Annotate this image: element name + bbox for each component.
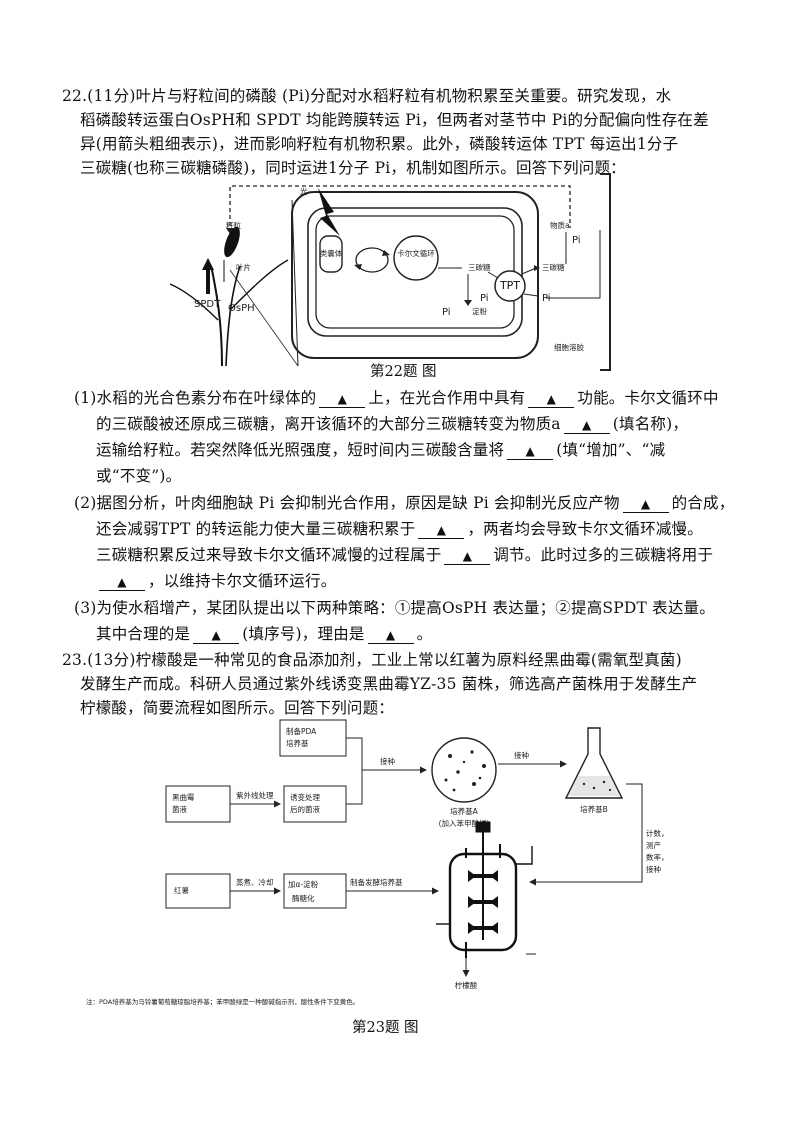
q22-stem-line-1: 22.(11分)叶片与籽粒间的磷酸 (Pi)分配对水稻籽粒有机物积累至关重要。研… [62, 87, 672, 105]
petri-dish-a [431, 737, 497, 803]
label-calvin: 卡尔文循环 [397, 248, 435, 258]
answer-blank-10[interactable]: ▲ [367, 626, 414, 644]
calvin-cycle [393, 235, 439, 281]
cytosol-bracket [600, 173, 611, 371]
label-prep-pda-1: 制备PDA [286, 726, 317, 736]
fermenter [436, 821, 533, 958]
label-mold-2: 菌液 [172, 804, 187, 814]
label-count-1: 计数， [646, 828, 669, 838]
label-light: 光 [300, 186, 308, 196]
box-prep-pda [279, 719, 347, 757]
box-sweet-potato [165, 873, 231, 909]
mesophyll-cell [291, 191, 539, 359]
colony-dots [444, 750, 486, 792]
q22-part2-line3: 三碳糖积累反过来导致卡尔文循环减慢的过程属于▲调节。此时过多的三碳糖将用于 [96, 546, 714, 565]
q22-part1-line4: 或“不变”)。 [96, 467, 182, 485]
label-osph: OsPH [228, 303, 255, 314]
rice-stem [211, 269, 223, 367]
q22-part2-line4: ▲，以维持卡尔文循环运行。 [96, 571, 336, 591]
label-medium-a-note: (加入苯甲酸绿) [439, 818, 490, 828]
q22-part2-line1: (2)据图分析，叶肉细胞缺 Pi 会抑制光合作用，原因是缺 Pi 会抑制光反应产… [74, 494, 735, 513]
label-crush: 蒸煮、冷却 [236, 877, 274, 887]
label-prep-pda-2: 培养基 [286, 738, 309, 748]
answer-blank-8[interactable]: ▲ [99, 573, 145, 591]
label-induced-2: 后的菌液 [290, 804, 320, 814]
label-pi-starch: Pi [442, 307, 451, 318]
box-amylase [283, 873, 347, 909]
answer-blank-1[interactable]: ▲ [319, 390, 366, 408]
q22-part1-line3: 运输给籽粒。若突然降低光照强度，短时间内三碳酸含量将▲(填“增加”、“减 [96, 441, 666, 460]
label-cytosol: 细胞溶胶 [554, 342, 584, 352]
answer-blank-7[interactable]: ▲ [444, 547, 491, 565]
label-leaf: 叶片 [236, 262, 251, 272]
answer-blank-9[interactable]: ▲ [193, 626, 240, 644]
label-amylase-2: 酶糖化 [292, 893, 315, 903]
pi-return-loop [546, 230, 601, 299]
label-count-2: 测产 [646, 840, 661, 850]
answer-blank-4[interactable]: ▲ [507, 442, 554, 460]
label-count-4: 接种 [646, 864, 661, 874]
q22-stem-line-3: 异(用箭头粗细表示)，进而影响籽粒有机物积累。此外，磷酸转运体 TPT 每运出1… [80, 135, 679, 153]
q22-stem-line-2: 稻磷酸转运蛋白OsPH和 SPDT 均能跨膜转运 Pi，但两者对茎节中 Pi的分… [80, 111, 709, 129]
grain-dashed-link [229, 185, 571, 228]
light-bolt-icon [318, 188, 340, 236]
label-count-3: 数率， [646, 852, 669, 862]
q23-stem-line-1: 23.(13分)柠檬酸是一种常见的食品添加剂，工业上常以红薯为原料经黑曲霉(需氧… [62, 651, 682, 669]
label-uv: 紫外线处理 [236, 790, 274, 800]
label-prep-ferment: 制备发酵培养基 [350, 877, 403, 887]
label-grain: 籽粒 [226, 220, 241, 230]
label-starch: 淀粉 [472, 306, 487, 316]
spdt-arrow [202, 258, 214, 294]
label-citric: 柠檬酸 [455, 980, 478, 990]
impellers [468, 870, 498, 934]
label-tpt: TPT [499, 279, 520, 292]
label-pi-inside: Pi [480, 293, 489, 304]
answer-blank-3[interactable]: ▲ [563, 416, 610, 434]
label-granum: 类囊体 [320, 248, 343, 258]
label-sweet-potato: 红薯 [174, 885, 189, 895]
q22-stem-line-4: 三碳糖(也称三碳糖磷酸)，同时运进1分子 Pi，机制如图所示。回答下列问题： [80, 159, 626, 177]
q23-figure-caption: 第23题 图 [352, 1020, 419, 1036]
grain-panicle [224, 226, 240, 258]
tpt-transporter [494, 270, 526, 302]
q22-part3-line1: (3)为使水稻增产，某团队提出以下两种策略：①提高OsPH 表达量；②提高SPD… [74, 599, 715, 617]
granum [319, 235, 343, 273]
label-inoculate-2: 接种 [514, 750, 529, 760]
q23-stem-line-2: 发酵生产而成。科研人员通过紫外线诱变黑曲霉YZ-35 菌株，筛选高产菌株用于发酵… [80, 675, 698, 693]
q22-part2-line2: 还会减弱TPT 的转运能力使大量三碳糖积累于▲，两者均会导致卡尔文循环减慢。 [96, 520, 703, 539]
q23-figure: 制备PDA 培养基 黑曲霉 菌液 紫外线处理 诱变处理 后的菌液 接种 培养基A… [86, 719, 669, 1006]
label-induced-1: 诱变处理 [290, 792, 320, 802]
answer-blank-2[interactable]: ▲ [528, 390, 575, 408]
label-triose-out: 三碳糖 [542, 262, 565, 272]
q22-figure-caption: 第22题 图 [370, 364, 437, 380]
label-triose: 三碳糖 [468, 262, 491, 272]
chloroplast-outer [307, 207, 523, 337]
q22-part3-line2: 其中合理的是▲(填序号)，理由是▲。 [96, 625, 433, 644]
label-spdt: SPDT [194, 299, 221, 310]
label-amylase-1: 加α-淀粉 [288, 879, 319, 889]
q22-part1-line1: (1)水稻的光合色素分布在叶绿体的▲上，在光合作用中具有▲功能。卡尔文循环中 [74, 389, 719, 408]
label-medium-a: 培养基A [450, 806, 478, 816]
q22-part1-line2: 的三碳酸被还原成三碳糖，离开该循环的大部分三碳糖转变为物质a▲(填名称)， [96, 415, 689, 434]
box-induced [283, 785, 347, 823]
label-substance-a: 物质a [550, 220, 570, 230]
answer-blank-5[interactable]: ▲ [622, 495, 669, 513]
label-pi-top: Pi [572, 235, 581, 246]
label-medium-b: 培养基B [580, 804, 608, 814]
label-mold-1: 黑曲霉 [172, 792, 195, 802]
label-inoculate: 接种 [380, 756, 395, 766]
q22-figure: 光 类囊体 卡尔文循环 三碳糖 TPT 三碳糖 Pi Pi 淀粉 Pi 物质a … [170, 173, 611, 371]
energy-cycle [355, 247, 389, 273]
box-mold [165, 785, 231, 823]
q23-figure-note: 注：PDA培养基为马铃薯葡萄糖琼脂培养基；苯甲酸绿是一种酸碱指示剂，酸性条件下变… [86, 997, 359, 1006]
q23-stem-line-3: 柠檬酸，简要流程如图所示。回答下列问题： [80, 699, 395, 717]
answer-blank-6[interactable]: ▲ [418, 521, 465, 539]
